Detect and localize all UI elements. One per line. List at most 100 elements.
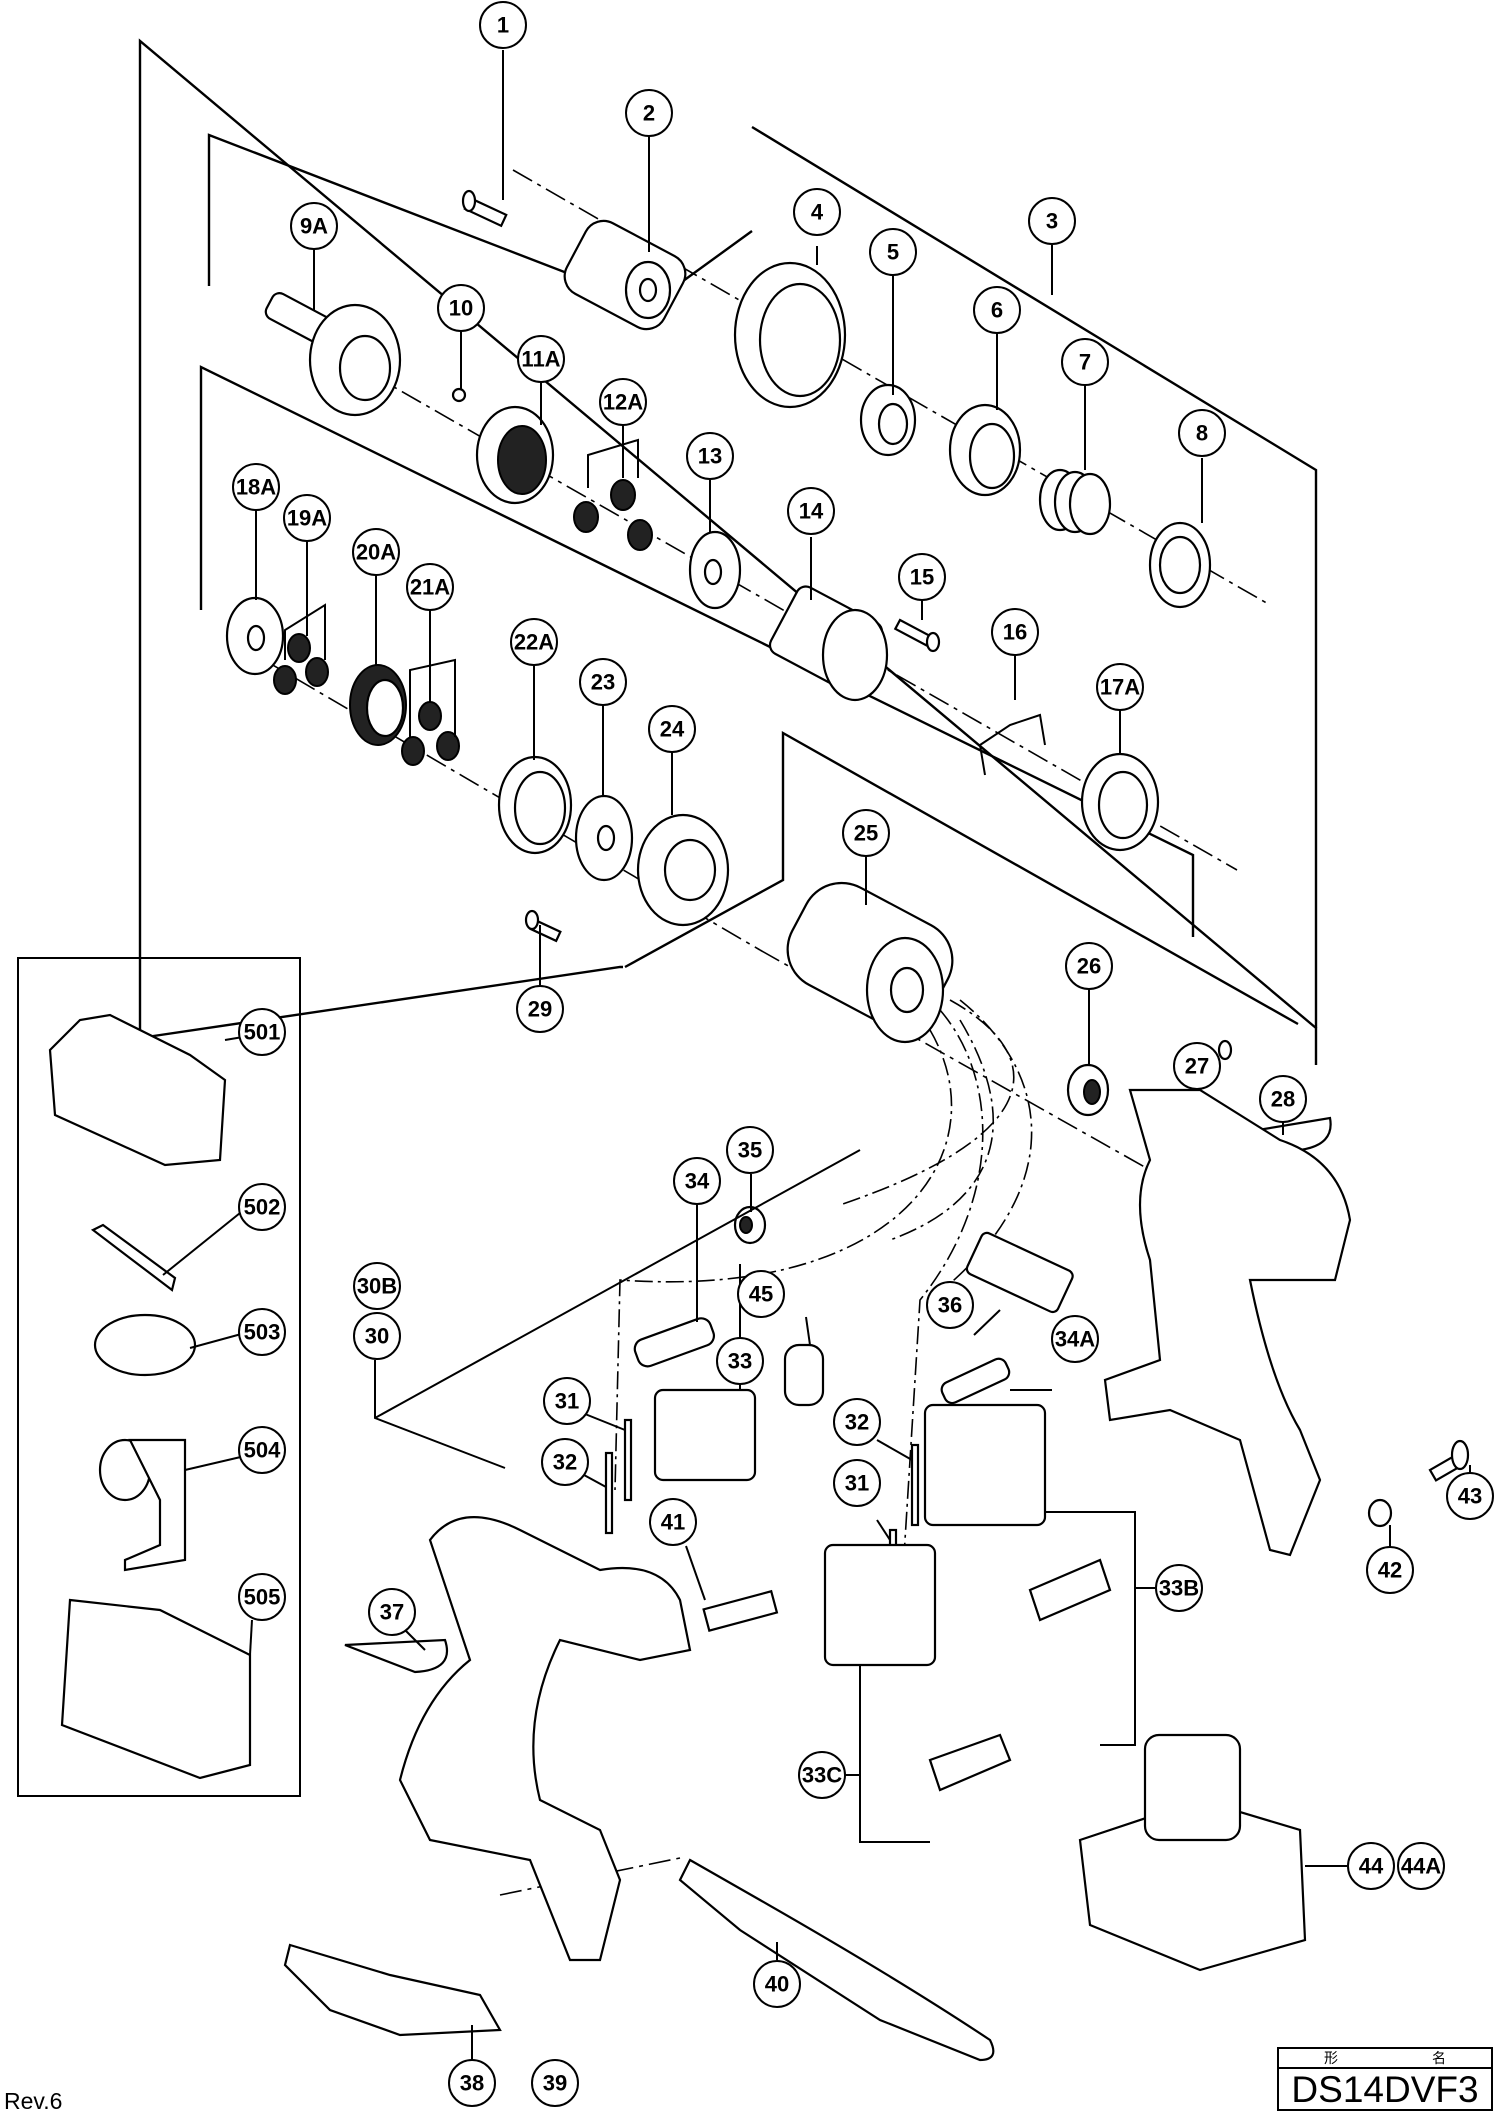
callout-29[interactable]: 29 [516, 985, 564, 1033]
svg-text:19A: 19A [287, 506, 327, 531]
callout-7[interactable]: 7 [1061, 338, 1109, 386]
svg-text:18A: 18A [236, 475, 276, 500]
callout-45[interactable]: 45 [737, 1270, 785, 1318]
callout-22a[interactable]: 22A [510, 618, 558, 666]
callout-26[interactable]: 26 [1065, 942, 1113, 990]
callout-42[interactable]: 42 [1366, 1546, 1414, 1594]
callout-3[interactable]: 3 [1028, 197, 1076, 245]
callout-18a[interactable]: 18A [232, 463, 280, 511]
callout-32[interactable]: 32 [541, 1438, 589, 1486]
part-terminal-31 [623, 1418, 633, 1502]
part-bit-holder-503 [93, 1313, 197, 1377]
part-planet-gears-12a [573, 479, 653, 551]
svg-text:31: 31 [845, 1471, 869, 1496]
svg-text:13: 13 [698, 444, 722, 469]
callout-31b[interactable]: 31 [833, 1459, 881, 1507]
part-housing-left [398, 1516, 692, 1962]
svg-text:22A: 22A [514, 630, 554, 655]
svg-text:505: 505 [244, 1585, 281, 1610]
callout-33c[interactable]: 33C [798, 1751, 846, 1799]
callout-21a[interactable]: 21A [406, 563, 454, 611]
callout-8[interactable]: 8 [1178, 409, 1226, 457]
svg-text:32: 32 [553, 1450, 577, 1475]
part-nameplate-37 [344, 1638, 448, 1674]
part-spring-7 [1038, 468, 1112, 536]
callout-28[interactable]: 28 [1259, 1075, 1307, 1123]
part-clutch-plate-6 [948, 403, 1022, 497]
callout-33b[interactable]: 33B [1155, 1564, 1203, 1612]
callout-24[interactable]: 24 [648, 705, 696, 753]
part-switch-cover-36 [965, 1231, 1074, 1314]
part-switch-lever-34 [633, 1317, 716, 1368]
callout-13[interactable]: 13 [686, 432, 734, 480]
callout-16[interactable]: 16 [991, 608, 1039, 656]
part-ring-22a [497, 755, 573, 855]
callout-36[interactable]: 36 [926, 1281, 974, 1329]
callout-503[interactable]: 503 [238, 1308, 286, 1356]
callout-31[interactable]: 31 [543, 1377, 591, 1425]
callout-44[interactable]: 44 [1347, 1842, 1395, 1890]
callout-2[interactable]: 2 [625, 89, 673, 137]
callouts: 1 2 3 4 5 6 7 8 9A 10 11A 12A 13 14 15 1… [232, 1, 1494, 2107]
accessories-box [17, 957, 301, 1797]
svg-text:43: 43 [1458, 1484, 1482, 1509]
callout-44a[interactable]: 44A [1397, 1842, 1445, 1890]
svg-text:44A: 44A [1401, 1854, 1441, 1879]
part-gear-20a [349, 664, 407, 746]
callout-43[interactable]: 43 [1446, 1472, 1494, 1520]
part-bit-502 [90, 1223, 177, 1292]
part-screw-42 [1367, 1498, 1393, 1528]
frame-motor-group [624, 730, 1299, 1026]
part-plate-23 [574, 794, 634, 882]
callout-504[interactable]: 504 [238, 1426, 286, 1474]
svg-text:8: 8 [1196, 421, 1208, 446]
callout-12a[interactable]: 12A [599, 378, 647, 426]
callout-10[interactable]: 10 [437, 284, 485, 332]
callout-25[interactable]: 25 [842, 809, 890, 857]
callout-502[interactable]: 502 [238, 1183, 286, 1231]
callout-17a[interactable]: 17A [1096, 663, 1144, 711]
callout-37[interactable]: 37 [368, 1588, 416, 1636]
svg-text:33C: 33C [802, 1763, 842, 1788]
callout-6[interactable]: 6 [973, 286, 1021, 334]
callout-4[interactable]: 4 [793, 188, 841, 236]
callout-32b[interactable]: 32 [833, 1398, 881, 1446]
callout-14[interactable]: 14 [787, 487, 835, 535]
callout-39[interactable]: 39 [531, 2059, 579, 2107]
frame-chuck-group [207, 133, 753, 307]
callout-35[interactable]: 35 [726, 1126, 774, 1174]
callout-5[interactable]: 5 [869, 228, 917, 276]
callout-33[interactable]: 33 [716, 1337, 764, 1385]
callout-30[interactable]: 30 [353, 1312, 401, 1360]
callout-505[interactable]: 505 [238, 1573, 286, 1621]
svg-text:45: 45 [749, 1282, 773, 1307]
part-gear-case [768, 585, 889, 702]
callout-19a[interactable]: 19A [283, 494, 331, 542]
callout-11a[interactable]: 11A [517, 335, 565, 383]
part-capacitor-45 [783, 1343, 825, 1407]
callout-1[interactable]: 1 [479, 1, 527, 49]
callout-34[interactable]: 34 [673, 1157, 721, 1205]
svg-text:1: 1 [497, 13, 509, 38]
callout-40[interactable]: 40 [753, 1960, 801, 2008]
svg-text:32: 32 [845, 1410, 869, 1435]
revision-label: Rev.6 [4, 2088, 63, 2114]
svg-text:10: 10 [449, 296, 473, 321]
callout-20a[interactable]: 20A [352, 528, 400, 576]
part-ring-5 [859, 383, 917, 457]
callout-34a[interactable]: 34A [1051, 1315, 1099, 1363]
svg-text:501: 501 [244, 1020, 281, 1045]
part-case-505 [60, 1598, 252, 1780]
callout-15[interactable]: 15 [898, 553, 946, 601]
callout-23[interactable]: 23 [579, 658, 627, 706]
parts [48, 189, 1470, 2087]
callout-9a[interactable]: 9A [290, 202, 338, 250]
callout-41[interactable]: 41 [649, 1498, 697, 1546]
part-terminal-block-41 [702, 1589, 779, 1632]
callout-30b[interactable]: 30B [353, 1262, 401, 1310]
part-switch-lever-34a [940, 1357, 1011, 1405]
callout-38[interactable]: 38 [448, 2059, 496, 2107]
part-terminal-32 [604, 1451, 614, 1535]
callout-501[interactable]: 501 [238, 1008, 286, 1056]
callout-27[interactable]: 27 [1173, 1042, 1221, 1090]
